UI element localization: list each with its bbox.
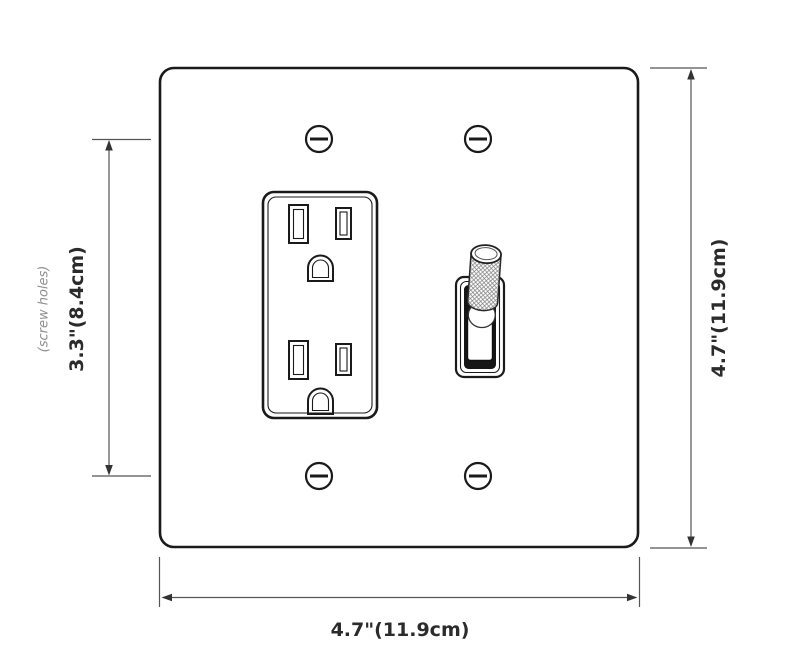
hot-slot-inner [339,347,348,372]
hot-slot-inner [339,211,348,236]
screw-holes-note-label: (screw holes) [37,266,52,353]
wall-plate-outline [158,66,640,549]
outlet-top-receptacle [288,204,352,282]
toggle-knob-cap-inner [474,247,498,261]
plate-width-label: 4.7"(11.9cm) [331,619,470,641]
toggle-switch-icon [454,244,506,379]
ground-hole-icon [307,254,334,282]
outlet-face-outline [261,190,379,420]
dimension-screw-holes [92,138,151,477]
arrow-right-icon [627,593,638,602]
arrow-up-icon [687,69,695,80]
toggle-knob [466,244,502,329]
arrow-up-icon [105,140,113,151]
plate-height-label: 4.7"(11.9cm) [708,239,730,378]
outlet-icon [261,190,379,420]
outlet-bottom-receptacle [288,340,352,415]
screw-icon [463,461,493,491]
neutral-slot-icon [288,340,309,380]
ground-hole-icon [307,387,334,415]
hot-slot-icon [335,207,352,240]
dimension-plate-height [650,67,707,549]
arrow-left-icon [161,593,172,602]
ground-hole-inner [311,392,330,412]
screw-icon [304,461,334,491]
screw-icon [304,124,334,154]
mounting-screws [304,124,493,491]
screw-holes-distance-label: 3.3"(8.4cm) [66,246,88,372]
hot-slot-icon [335,343,352,376]
arrow-down-icon [105,465,113,476]
neutral-slot-inner [292,344,305,376]
screw-icon [463,124,493,154]
dimension-plate-width [158,557,641,607]
ground-hole-inner [311,259,330,279]
toggle-knob-knurled-body [466,252,502,312]
neutral-slot-inner [292,208,305,240]
neutral-slot-icon [288,204,309,244]
wall-plate [158,66,640,549]
arrow-down-icon [687,536,695,547]
